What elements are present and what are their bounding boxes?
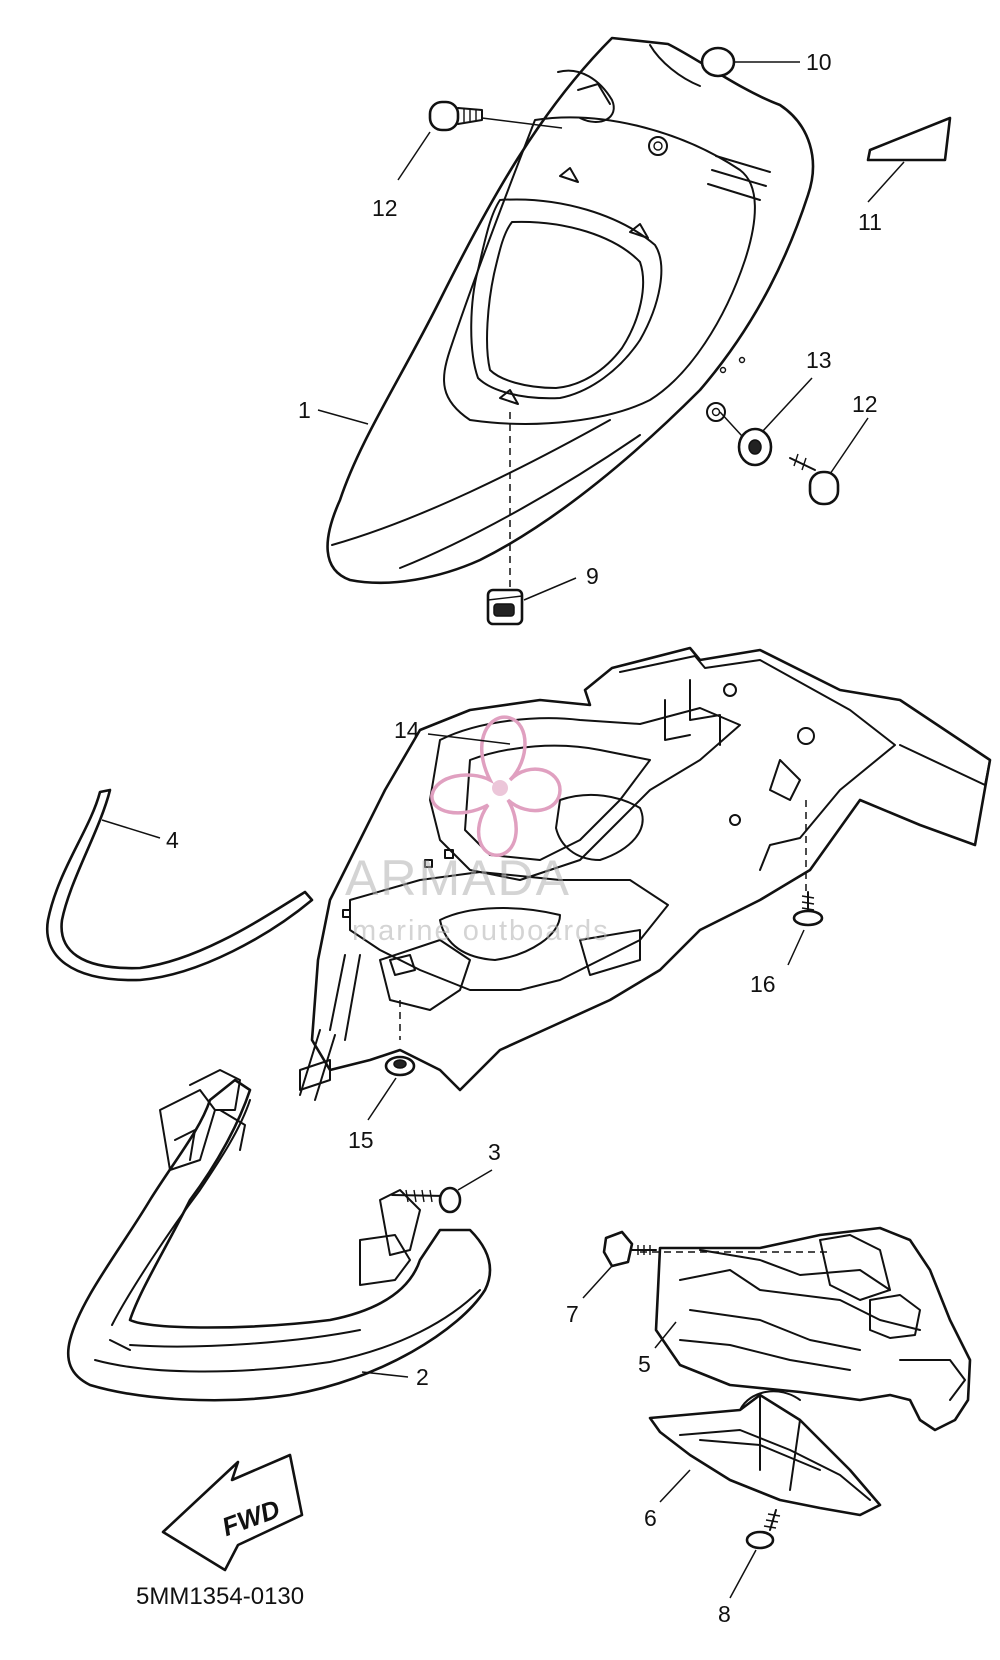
leader-12-upper (397, 131, 431, 181)
diagram-code: 5MM1354-0130 (136, 1583, 304, 1610)
callout-15: 15 (348, 1127, 374, 1153)
nut-15 (384, 1055, 416, 1077)
callout-16: 16 (750, 971, 776, 997)
callout-7: 7 (566, 1301, 579, 1327)
watermark-name: ARMADA (345, 850, 571, 906)
leader-5 (654, 1321, 677, 1349)
leader-4 (101, 819, 161, 839)
bolt-7 (602, 1230, 657, 1268)
screw-8 (745, 1509, 781, 1550)
callout-12-lower: 12 (852, 391, 878, 417)
callout-12-upper: 12 (372, 195, 398, 221)
callout-1: 1 (298, 397, 311, 423)
leader-6 (659, 1469, 691, 1503)
leader-12-lower (829, 417, 869, 475)
callout-2: 2 (416, 1364, 429, 1390)
front-cover-part (326, 36, 815, 585)
nut-clip-9 (486, 588, 524, 626)
leader-14 (427, 733, 511, 745)
callout-13: 13 (806, 347, 832, 373)
callout-3: 3 (488, 1139, 501, 1165)
leader-15 (367, 1077, 397, 1121)
leader-11 (867, 161, 905, 203)
lower-cover-part-2 (66, 1069, 492, 1402)
bracket-part-5 (654, 1226, 972, 1432)
leader-7 (582, 1265, 613, 1299)
callout-5: 5 (638, 1351, 651, 1377)
leader-2 (361, 1371, 409, 1378)
decal-11 (866, 116, 952, 162)
callout-10: 10 (806, 49, 832, 75)
watermark-tagline: marine outboards (352, 915, 610, 947)
grommet-13-axis (719, 411, 743, 437)
seal-strip-4 (45, 788, 314, 982)
watermark-flower-core (492, 780, 508, 796)
leader-16 (787, 929, 805, 966)
screw-12-upper (428, 100, 483, 132)
leader-8 (729, 1549, 757, 1599)
leader-9 (523, 577, 577, 601)
callout-11: 11 (858, 209, 882, 235)
watermark-flower-icon (430, 715, 562, 857)
fwd-direction-arrow: FWD (161, 1453, 304, 1572)
callout-14: 14 (394, 717, 420, 743)
watermark-logo: ARMADA marine outboards (345, 715, 610, 947)
plate-part-6 (648, 1390, 882, 1517)
leader-1 (317, 409, 369, 425)
plug-10 (700, 46, 736, 78)
screw-3 (391, 1186, 462, 1214)
screw-12-lower (789, 453, 840, 506)
callout-4: 4 (166, 827, 179, 853)
leader-3 (457, 1169, 493, 1191)
callout-6: 6 (644, 1505, 657, 1531)
callout-9: 9 (586, 563, 599, 589)
bolt-16 (792, 891, 824, 927)
grommet-13 (737, 427, 773, 467)
callout-8: 8 (718, 1601, 731, 1627)
leader-13 (761, 377, 813, 433)
screw-12-axis (481, 117, 563, 129)
